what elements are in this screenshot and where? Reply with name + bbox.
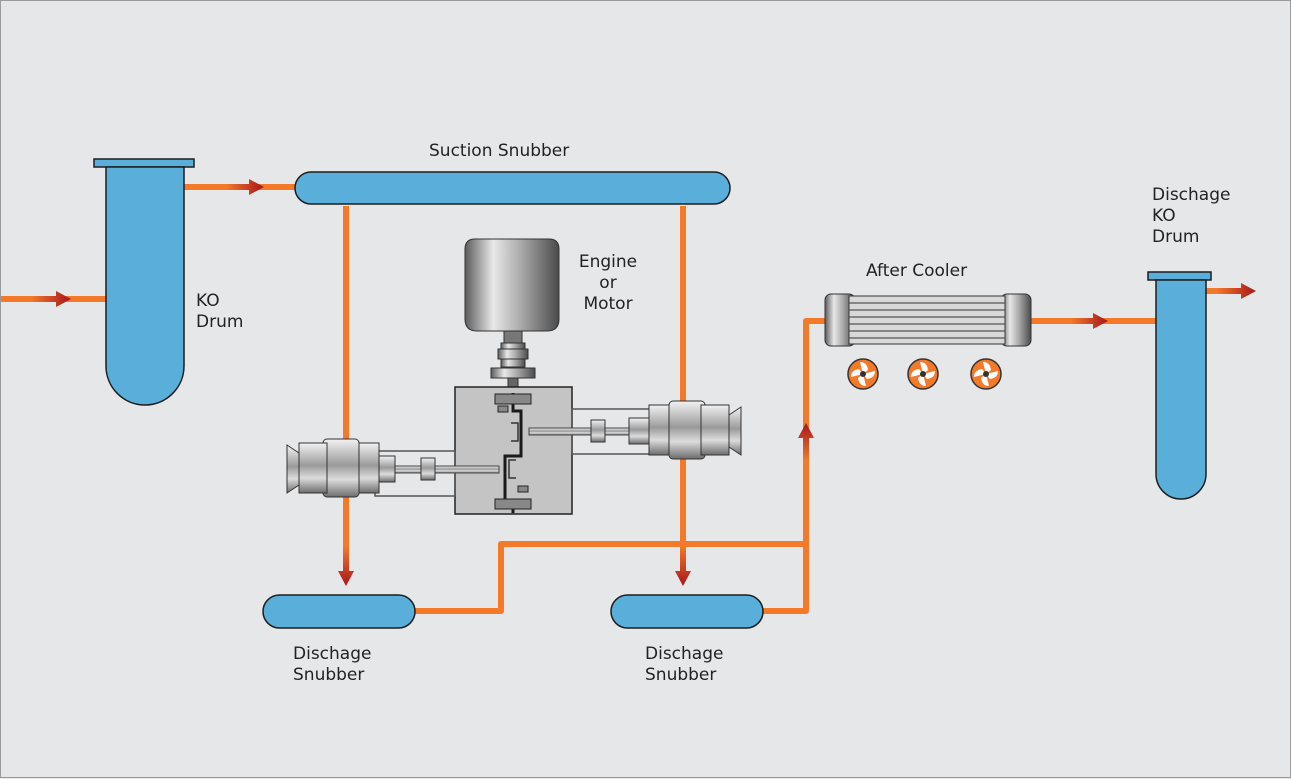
after-cooler-label: After Cooler: [866, 261, 968, 281]
arrow-up-icon: [798, 423, 814, 461]
ko-drum-label: KO Drum: [196, 291, 244, 332]
suction-snubber-label: Suction Snubber: [429, 141, 570, 161]
arrow-right-icon: [1071, 313, 1108, 329]
snubber-left-outlet-pipe: [413, 541, 806, 614]
fan-icon: [847, 358, 879, 390]
discharge-ko-drum-label: Dischage KO Drum: [1152, 185, 1231, 247]
discharge-ko-drum: [1147, 271, 1212, 500]
discharge-snubber-right: [610, 594, 764, 629]
motor-icon: [464, 238, 560, 389]
arrow-right-icon: [31, 291, 71, 307]
arrow-right-icon: [226, 179, 264, 195]
compressor-frame: [454, 386, 573, 515]
fan-icon: [970, 358, 1002, 390]
discharge-snubber-left-label: Dischage Snubber: [293, 644, 372, 685]
compressor-cylinder-right-icon: [528, 400, 742, 460]
discharge-snubber-right-label: Dischage Snubber: [645, 644, 724, 685]
fan-icon: [907, 358, 939, 390]
heat-exchanger-icon: [824, 293, 1032, 347]
cooler-inlet-pipe: [763, 318, 827, 614]
compressor-cylinder-left-icon: [286, 438, 500, 498]
pipes: [1, 184, 1241, 614]
ko-drum: [93, 158, 195, 406]
arrow-down-icon: [675, 546, 691, 586]
arrow-right-icon: [1216, 283, 1256, 299]
engine-label: Engine or Motor: [578, 252, 638, 314]
suction-snubber: [294, 171, 731, 205]
flow-arrows: [31, 179, 1256, 586]
discharge-snubber-left: [262, 594, 416, 629]
arrow-down-icon: [338, 546, 354, 586]
